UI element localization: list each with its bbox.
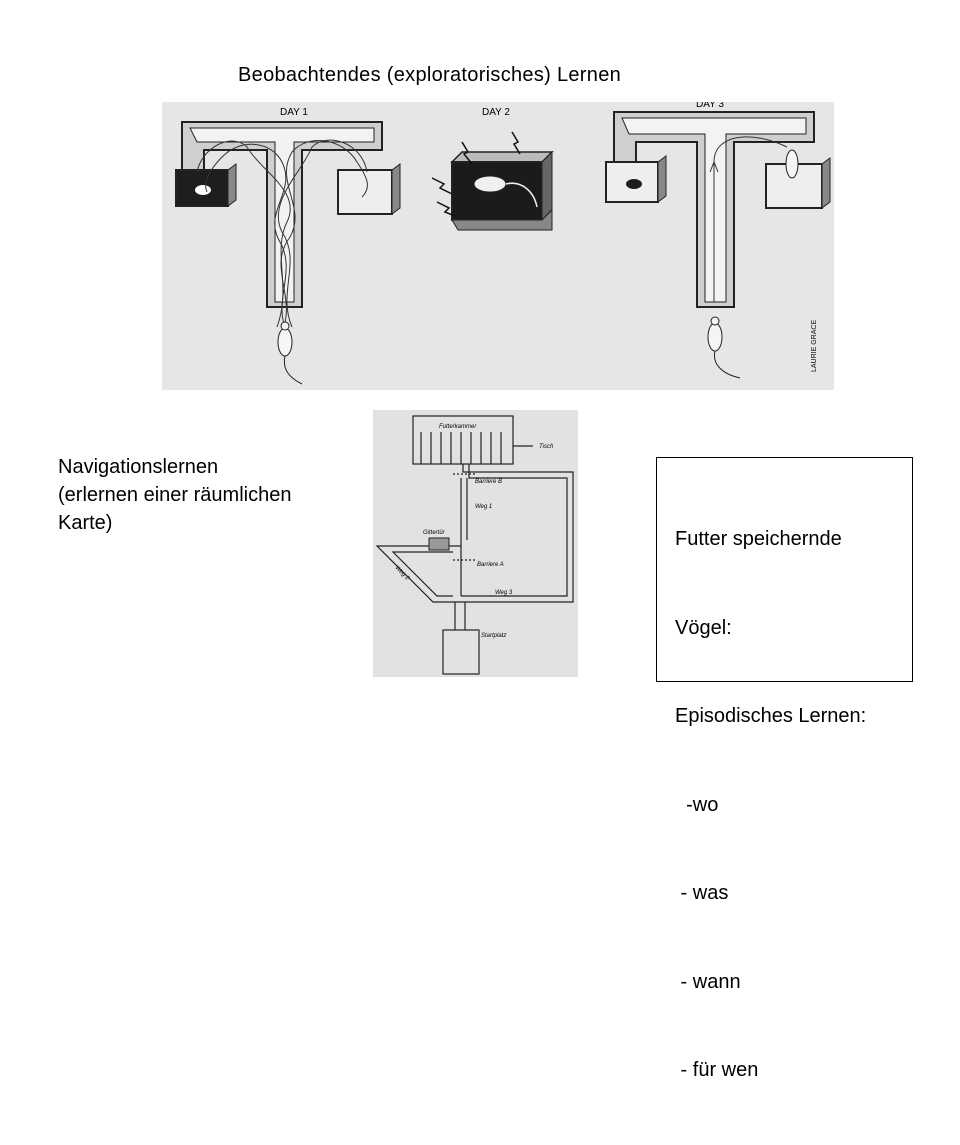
box-line-4: -wo <box>675 793 719 816</box>
grid-door <box>428 537 450 551</box>
box-line-7: - für wen <box>675 1059 759 1081</box>
box-line-6: - wann <box>675 970 741 993</box>
box-line-5: - was <box>675 882 729 904</box>
nav-line-1: Navigationslernen <box>58 456 219 478</box>
credit-label: LAURIE GRACE <box>811 320 818 372</box>
tisch-label: Tisch <box>539 444 554 450</box>
day3-left-box <box>605 155 667 203</box>
barriere-b-label: Barriere B <box>475 479 502 485</box>
t-maze-figure: DAY 1 DAY 2 DAY 3 <box>162 102 834 390</box>
box-line-3: Episodisches Lernen: <box>675 705 867 727</box>
maze-walls <box>375 464 574 675</box>
nav-line-3: Karte) <box>58 512 113 534</box>
futterkammer-label: Futterkammer <box>439 424 477 430</box>
navigation-maze-figure: Futterkammer Tisch Gittertür Barriere B … <box>373 410 578 677</box>
day1-label: DAY 1 <box>280 107 308 118</box>
day1-right-box <box>337 163 401 215</box>
box-text: Futter speichernde Vögel: Episodisches L… <box>675 466 866 1145</box>
navigation-learning-text: Navigationslernen (erlernen einer räumli… <box>58 453 358 537</box>
slide-title: Beobachtendes (exploratorisches) Lernen <box>238 64 622 86</box>
barriere-a-label: Barriere A <box>477 562 504 568</box>
day3-label: DAY 3 <box>696 102 724 110</box>
box-line-1: Futter speichernde <box>675 528 842 550</box>
startplatz-label: Startplatz <box>481 633 506 639</box>
day3-path <box>709 136 788 302</box>
food-chamber <box>412 415 533 465</box>
gittertuer-label: Gittertür <box>423 530 446 536</box>
day2-box <box>431 131 554 231</box>
nav-line-2: (erlernen einer räumlichen <box>58 484 292 506</box>
weg3-label: Weg 3 <box>495 590 513 596</box>
box-line-2: Vögel: <box>675 616 732 639</box>
day1-mouse <box>277 321 303 385</box>
day2-label: DAY 2 <box>482 107 510 118</box>
day3-right-box <box>765 149 831 209</box>
day1-paths <box>196 139 368 333</box>
episodic-learning-box: Futter speichernde Vögel: Episodisches L… <box>656 457 913 1081</box>
day1-left-box <box>175 163 237 207</box>
day3-mouse <box>707 316 741 379</box>
weg1-label: Weg 1 <box>475 504 492 510</box>
